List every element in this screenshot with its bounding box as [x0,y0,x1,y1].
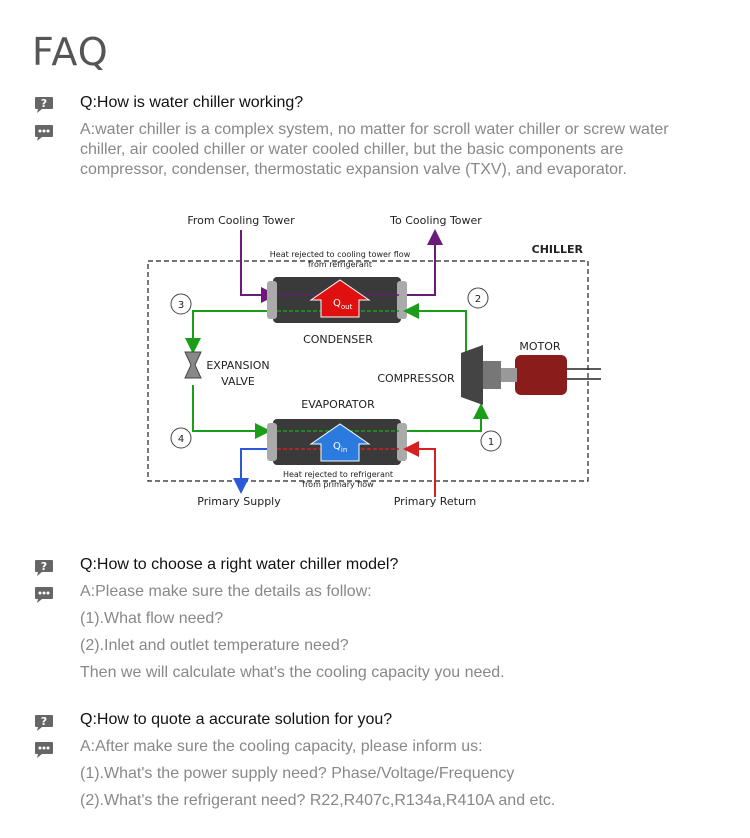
svg-text:?: ? [41,97,47,110]
faq-question-3: Q:How to quote a accurate solution for y… [80,711,393,728]
refrigerant-line-2-to-condenser [403,303,467,380]
node-3 [170,293,192,315]
expansion-label-1: EXPANSION [206,359,269,372]
ellipsis-bubble-icon [35,125,53,141]
chiller-label: CHILLER [532,243,584,256]
node-1 [480,430,502,452]
compressor-label: COMPRESSOR [377,372,455,385]
heat-rejected-bottom-2: from primary flow [302,480,374,489]
compressor-body [461,345,483,405]
refrigerant-line-evap-to-1 [407,403,489,432]
q-in-arrow [309,423,371,462]
svg-text:?: ? [41,560,47,573]
ellipsis-bubble-icon [35,587,53,603]
q-in-label: Qin [333,441,347,454]
condenser-label: CONDENSER [303,333,373,346]
answer-line: compressor, condenser, thermostatic expa… [80,161,627,178]
question-bubble-icon: ? [35,97,53,113]
expansion-valve [184,351,202,379]
svg-text:2: 2 [475,294,481,305]
motor-label: MOTOR [519,340,561,353]
refrigerant-line-condenser-to-3 [185,310,267,354]
answer-line: Then we will calculate what's the coolin… [80,664,505,681]
svg-text:4: 4 [178,434,184,445]
svg-text:1: 1 [488,437,494,448]
cooling-tower-outlet-line [401,229,443,296]
chiller-boundary [147,260,589,482]
answer-line: A:Please make sure the details as follow… [80,583,372,600]
primary-supply-line [233,448,267,494]
faq-title: FAQ [32,30,109,74]
node-2 [467,287,489,309]
q-out-label: Qout [333,298,353,311]
answer-line: (1).What flow need? [80,610,224,627]
chiller-diagram: From Cooling Tower To Cooling Tower CHIL… [147,214,601,508]
question-bubble-icon: ? [35,560,53,576]
answer-line: (1).What's the power supply need? Phase/… [80,765,515,782]
faq-question-2: Q:How to choose a right water chiller mo… [80,556,399,573]
primary-return-label: Primary Return [394,495,477,508]
faq-answer-1: A:water chiller is a complex system, no … [80,120,669,180]
motor-body [515,355,567,395]
answer-line: A:After make sure the cooling capacity, … [80,738,483,755]
svg-text:3: 3 [178,300,184,311]
svg-text:?: ? [41,715,47,728]
heat-rejected-bottom-1: Heat rejected to refrigerant [283,470,393,479]
evaporator-label: EVAPORATOR [301,398,375,411]
faq-question-1: Q:How is water chiller working? [80,94,304,111]
heat-rejected-top-2: from refrigerant [308,260,372,269]
answer-line: A:water chiller is a complex system, no … [80,121,669,138]
to-cooling-tower-label: To Cooling Tower [389,214,482,227]
heat-rejected-top-1: Heat rejected to cooling tower flow [270,250,411,259]
cooling-tower-inlet-line [240,230,277,303]
refrigerant-line-valve-to-4 [192,385,271,439]
primary-return-line [403,441,436,497]
primary-supply-label: Primary Supply [197,495,281,508]
from-cooling-tower-label: From Cooling Tower [187,214,295,227]
q-out-arrow [309,279,371,318]
answer-line: (2).What's the refrigerant need? R22,R40… [80,792,556,809]
question-bubble-icon: ? [35,715,53,731]
expansion-label-2: VALVE [221,375,255,388]
answer-line: chiller, air cooled chiller or water coo… [80,141,624,158]
node-4 [170,427,192,449]
answer-line: (2).Inlet and outlet temperature need? [80,637,349,654]
ellipsis-bubble-icon [35,742,53,758]
